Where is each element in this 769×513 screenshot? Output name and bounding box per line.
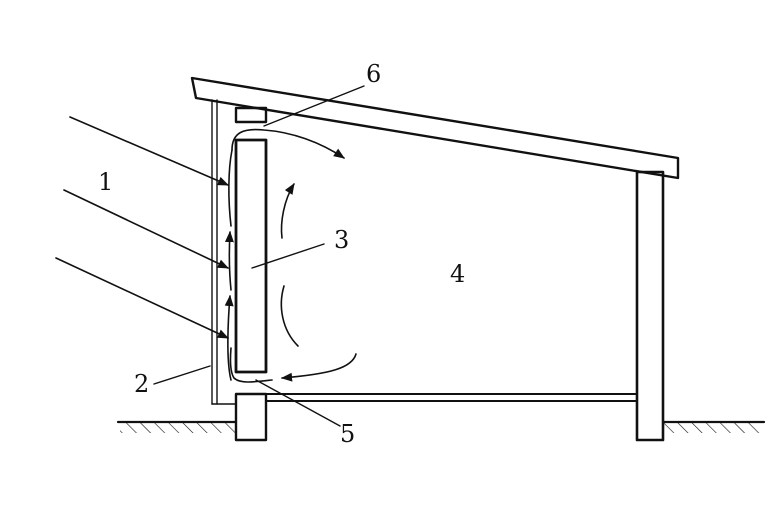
label-3: 3 (334, 226, 349, 254)
leader-lines (153, 85, 365, 427)
solar-rays (55, 116, 230, 339)
air-circulation (224, 128, 357, 383)
upper-wall-block (234, 106, 268, 124)
roof (190, 76, 680, 180)
label-2: 2 (134, 370, 149, 398)
right-wall (635, 170, 665, 442)
label-1: 1 (98, 168, 113, 196)
floor-slab (265, 393, 638, 402)
label-5: 5 (340, 420, 355, 448)
label-4: 4 (450, 260, 465, 288)
glazing (211, 99, 237, 405)
label-6: 6 (366, 60, 381, 88)
ground (116, 420, 766, 433)
thermal-storage-wall (234, 138, 268, 374)
foundation-block (234, 392, 268, 442)
